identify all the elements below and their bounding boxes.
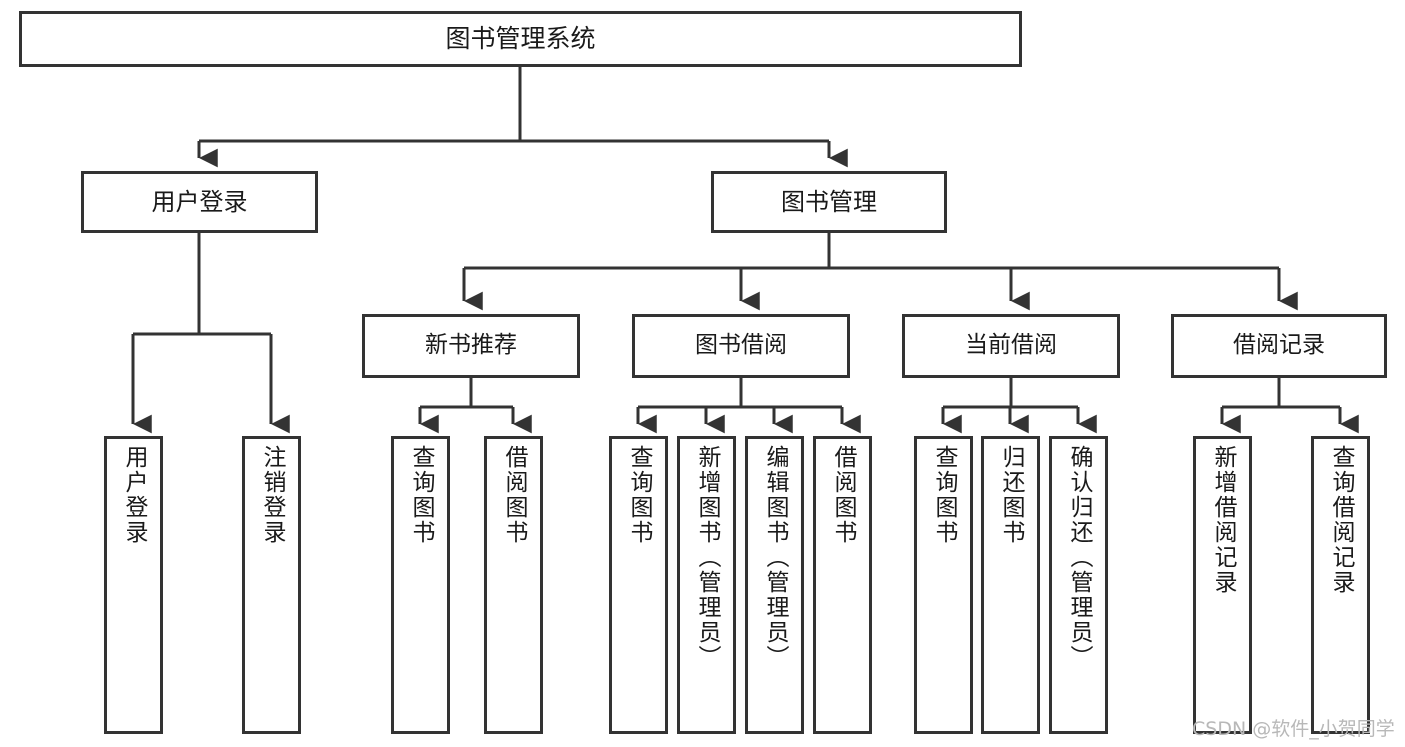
node-label: 借阅图书 — [830, 445, 856, 545]
node-book-management[interactable]: 图书管理 — [711, 171, 947, 233]
node-label: 确认归还（管理员） — [1066, 445, 1092, 670]
leaf-add-borrow-record[interactable]: 新增借阅记录 — [1193, 436, 1252, 734]
node-new-book-recommend[interactable]: 新书推荐 — [362, 314, 580, 378]
node-label: 图书管理 — [781, 187, 877, 216]
leaf-user-login[interactable]: 用户登录 — [104, 436, 163, 734]
node-label: 归还图书 — [998, 445, 1024, 545]
leaf-query-borrow-record[interactable]: 查询借阅记录 — [1311, 436, 1370, 734]
node-label: 查询借阅记录 — [1328, 445, 1354, 595]
node-label: 查询图书 — [931, 445, 957, 545]
leaf-add-book-admin[interactable]: 新增图书（管理员） — [677, 436, 736, 734]
leaf-query-book-borrow[interactable]: 查询图书 — [609, 436, 668, 734]
leaf-borrow-book-recommend[interactable]: 借阅图书 — [484, 436, 543, 734]
node-user-login[interactable]: 用户登录 — [81, 171, 318, 233]
node-label: 新增借阅记录 — [1210, 445, 1236, 595]
node-root-system[interactable]: 图书管理系统 — [19, 11, 1022, 67]
node-label: 新书推荐 — [425, 332, 517, 359]
node-label: 用户登录 — [121, 445, 147, 545]
leaf-edit-book-admin[interactable]: 编辑图书（管理员） — [745, 436, 804, 734]
csdn-watermark: CSDN @软件_小贺同学 — [1192, 718, 1395, 740]
node-book-borrow[interactable]: 图书借阅 — [632, 314, 850, 378]
leaf-borrow-book[interactable]: 借阅图书 — [813, 436, 872, 734]
node-borrow-record[interactable]: 借阅记录 — [1171, 314, 1387, 378]
leaf-query-book-current[interactable]: 查询图书 — [914, 436, 973, 734]
node-label: 借阅图书 — [501, 445, 527, 545]
node-label: 注销登录 — [259, 445, 285, 545]
node-label: 图书借阅 — [695, 332, 787, 359]
leaf-confirm-return-admin[interactable]: 确认归还（管理员） — [1049, 436, 1108, 734]
node-label: 查询图书 — [408, 445, 434, 545]
node-label: 借阅记录 — [1233, 332, 1325, 359]
leaf-return-book[interactable]: 归还图书 — [981, 436, 1040, 734]
node-label: 查询图书 — [626, 445, 652, 545]
node-label: 用户登录 — [151, 187, 248, 216]
node-label: 当前借阅 — [965, 332, 1057, 359]
leaf-query-book-recommend[interactable]: 查询图书 — [391, 436, 450, 734]
node-label: 图书管理系统 — [445, 24, 596, 54]
node-label: 编辑图书（管理员） — [762, 445, 788, 670]
leaf-logout[interactable]: 注销登录 — [242, 436, 301, 734]
node-current-borrow[interactable]: 当前借阅 — [902, 314, 1120, 378]
node-label: 新增图书（管理员） — [694, 445, 720, 670]
